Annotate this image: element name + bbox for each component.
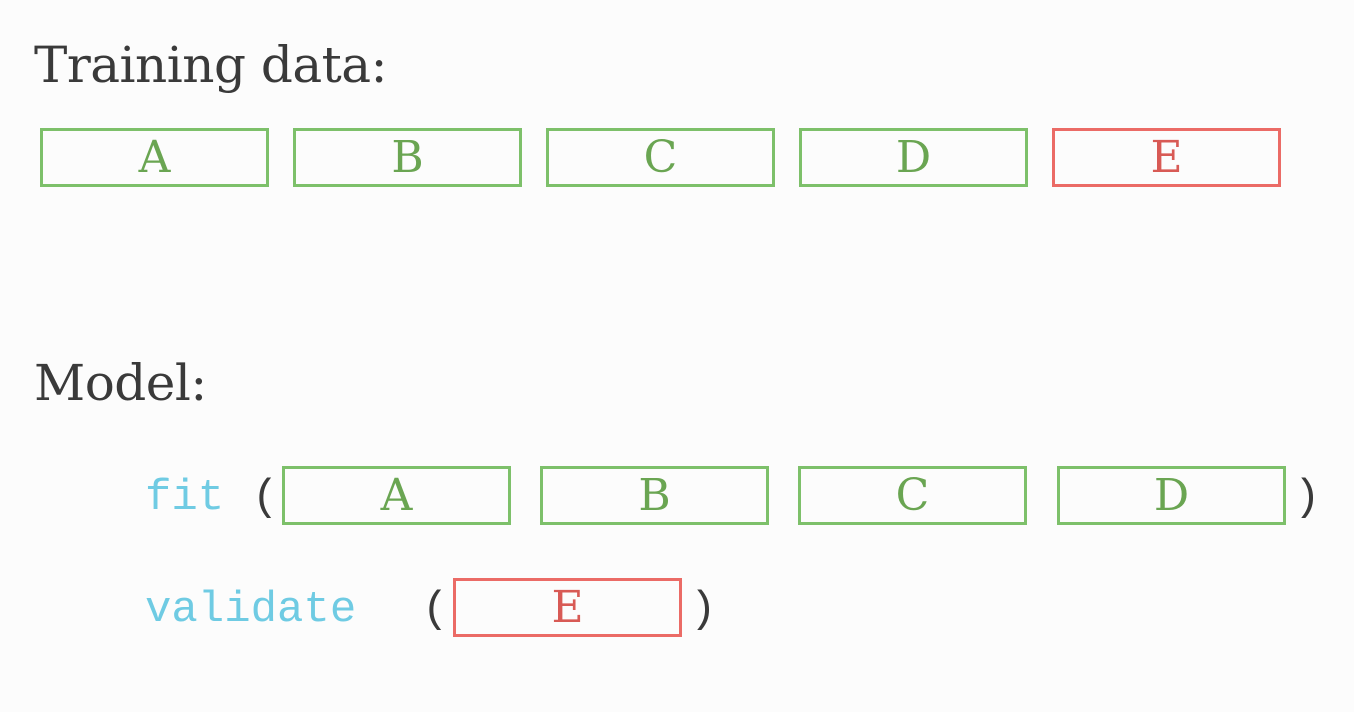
fold-box-d: D	[799, 128, 1028, 187]
validate-fold-e: E	[453, 578, 682, 637]
validate-open-paren: (	[422, 585, 449, 635]
fit-function-name: fit	[145, 473, 225, 523]
fit-fold-c: C	[798, 466, 1027, 525]
training-data-heading: Training data:	[34, 36, 387, 94]
model-heading: Model:	[34, 354, 207, 412]
fit-fold-d: D	[1057, 466, 1286, 525]
fold-box-e: E	[1052, 128, 1281, 187]
validate-close-paren: )	[690, 585, 717, 635]
fold-box-a: A	[40, 128, 269, 187]
fit-fold-a: A	[282, 466, 511, 525]
validate-function-name: validate	[145, 585, 357, 635]
fit-close-paren: )	[1294, 473, 1321, 523]
fit-open-paren: (	[252, 473, 279, 523]
fit-fold-b: B	[540, 466, 769, 525]
fold-box-c: C	[546, 128, 775, 187]
fold-box-b: B	[293, 128, 522, 187]
